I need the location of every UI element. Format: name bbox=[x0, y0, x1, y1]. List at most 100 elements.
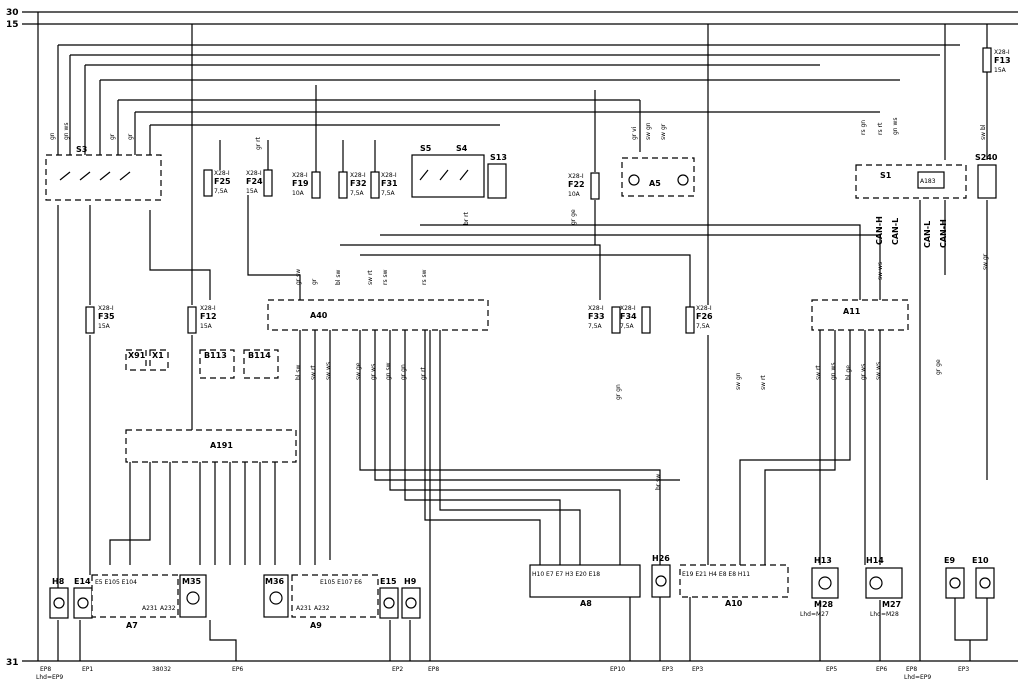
fuse-f34: X28-I F34 7,5A bbox=[620, 305, 651, 334]
svg-text:E14: E14 bbox=[74, 577, 91, 586]
wire-color-label: gn ws bbox=[892, 117, 899, 135]
fuse-f24: X28-I F24 15A bbox=[246, 169, 273, 197]
svg-text:H10 E7 E7 H3 E20 E18: H10 E7 E7 H3 E20 E18 bbox=[532, 571, 600, 578]
wire-color-label: sw rt bbox=[310, 365, 317, 380]
wire-color-label: sw gr bbox=[660, 123, 667, 140]
svg-text:EP3: EP3 bbox=[958, 666, 969, 673]
svg-text:X28-I: X28-I bbox=[620, 305, 636, 312]
module-s3: S3 bbox=[45, 145, 162, 201]
wire-color-label: gr vi bbox=[631, 126, 638, 140]
wire-color-label: rs rt bbox=[877, 122, 884, 135]
svg-text:15A: 15A bbox=[98, 323, 111, 330]
svg-text:15A: 15A bbox=[200, 323, 213, 330]
svg-text:F13: F13 bbox=[994, 56, 1011, 65]
svg-text:A191: A191 bbox=[210, 441, 233, 450]
svg-text:F24: F24 bbox=[246, 177, 263, 186]
wire-color-label: sw bl bbox=[980, 124, 987, 140]
svg-text:7,5A: 7,5A bbox=[588, 323, 603, 330]
wire-color-label: sw ws bbox=[877, 262, 884, 280]
lamp-h26: H26 bbox=[651, 554, 671, 598]
module-a7: E5 E105 E104 A231 A232 A7 bbox=[91, 574, 179, 630]
svg-text:EP6: EP6 bbox=[876, 666, 887, 673]
svg-text:X28-I: X28-I bbox=[350, 172, 366, 179]
can-labels: CAN-H CAN-L CAN-L CAN-H bbox=[875, 216, 948, 248]
svg-text:X28-I: X28-I bbox=[381, 172, 397, 179]
wire-color-label: rs gn bbox=[860, 120, 867, 135]
svg-text:EP3: EP3 bbox=[692, 666, 703, 673]
svg-text:A8: A8 bbox=[580, 599, 592, 608]
fuse-f22: X28-I F22 10A bbox=[568, 172, 600, 200]
fuse-f12: X28-I F12 15A bbox=[187, 305, 217, 334]
module-a11: A11 bbox=[811, 299, 909, 331]
svg-text:X28-I: X28-I bbox=[246, 170, 262, 177]
svg-text:X28-I: X28-I bbox=[214, 170, 230, 177]
svg-text:Lhd=M28: Lhd=M28 bbox=[870, 611, 899, 618]
svg-text:F19: F19 bbox=[292, 179, 309, 188]
svg-text:EP8: EP8 bbox=[906, 666, 917, 673]
wire-color-label: gr bbox=[127, 133, 134, 140]
svg-text:X1: X1 bbox=[152, 351, 164, 360]
wire-color-label: br sw bbox=[655, 474, 662, 490]
svg-text:CAN-L: CAN-L bbox=[891, 218, 900, 245]
lamp-e14: E14 bbox=[73, 577, 93, 619]
wire-color-label: sw ws bbox=[325, 362, 332, 380]
module-a40: A40 bbox=[267, 299, 489, 331]
wire-color-label: sw rt bbox=[815, 365, 822, 380]
svg-text:H13: H13 bbox=[814, 556, 832, 565]
svg-text:A5: A5 bbox=[649, 179, 661, 188]
svg-text:A11: A11 bbox=[843, 307, 861, 316]
lamp-h8: H8 bbox=[49, 577, 69, 619]
svg-text:X28-I: X28-I bbox=[588, 305, 604, 312]
fuse-f33: X28-I F33 7,5A bbox=[588, 305, 621, 334]
svg-text:EP8: EP8 bbox=[428, 666, 439, 673]
rail-15-label: 15 bbox=[6, 20, 19, 30]
svg-text:F12: F12 bbox=[200, 312, 217, 321]
fuse-f35: X28-I F35 15A bbox=[85, 305, 115, 334]
module-a5: A5 bbox=[621, 157, 695, 197]
svg-text:EP10: EP10 bbox=[610, 666, 625, 673]
svg-text:A10: A10 bbox=[725, 599, 743, 608]
svg-text:H9: H9 bbox=[404, 577, 417, 586]
svg-text:A9: A9 bbox=[310, 621, 322, 630]
svg-text:CAN-H: CAN-H bbox=[939, 219, 948, 248]
svg-text:A7: A7 bbox=[126, 621, 138, 630]
wire-color-label: rs sw bbox=[421, 269, 428, 285]
fuse-f25: X28-I F25 7,5A bbox=[203, 169, 231, 197]
svg-text:F35: F35 bbox=[98, 312, 115, 321]
svg-text:CAN-H: CAN-H bbox=[875, 216, 884, 245]
svg-text:7,5A: 7,5A bbox=[381, 190, 396, 197]
wire-color-label: bl sw bbox=[295, 364, 302, 380]
svg-text:X28-I: X28-I bbox=[696, 305, 712, 312]
wire-color-label: gn ws bbox=[63, 122, 70, 140]
rail-30-label: 30 bbox=[6, 8, 19, 18]
svg-text:A40: A40 bbox=[310, 311, 328, 320]
svg-text:A232: A232 bbox=[314, 605, 330, 612]
svg-text:S1: S1 bbox=[880, 171, 892, 180]
svg-text:E15: E15 bbox=[380, 577, 397, 586]
lamp-h9: H9 bbox=[401, 577, 421, 619]
svg-text:E5 E105 E104: E5 E105 E104 bbox=[95, 579, 137, 586]
svg-text:S3: S3 bbox=[76, 145, 87, 154]
svg-text:10A: 10A bbox=[568, 191, 581, 198]
module-s5-s4: S5 S4 bbox=[411, 144, 485, 198]
wire-color-label: gr bbox=[311, 278, 318, 285]
svg-text:F34: F34 bbox=[620, 312, 637, 321]
svg-text:EP3: EP3 bbox=[662, 666, 673, 673]
svg-text:7,5A: 7,5A bbox=[696, 323, 711, 330]
wire-color-label: gr sw bbox=[295, 269, 302, 285]
svg-text:E105 E107 E6: E105 E107 E6 bbox=[320, 579, 362, 586]
svg-text:15A: 15A bbox=[246, 188, 259, 195]
module-s240: S240 bbox=[975, 153, 998, 199]
svg-text:F25: F25 bbox=[214, 177, 231, 186]
wire-color-label: gr bbox=[109, 133, 116, 140]
earth-labels: EP8 Lhd=EP9 EP1 38032 EP6 EP2 EP8 EP10 E… bbox=[36, 666, 969, 681]
svg-text:A232: A232 bbox=[160, 605, 176, 612]
wire-color-label: gn ws bbox=[830, 362, 837, 380]
wire-color-label: br rt bbox=[463, 211, 470, 225]
svg-text:S4: S4 bbox=[456, 144, 468, 153]
svg-text:A231: A231 bbox=[296, 605, 312, 612]
svg-text:A231: A231 bbox=[142, 605, 158, 612]
module-a9: E105 E107 E6 A231 A232 A9 bbox=[291, 574, 379, 630]
